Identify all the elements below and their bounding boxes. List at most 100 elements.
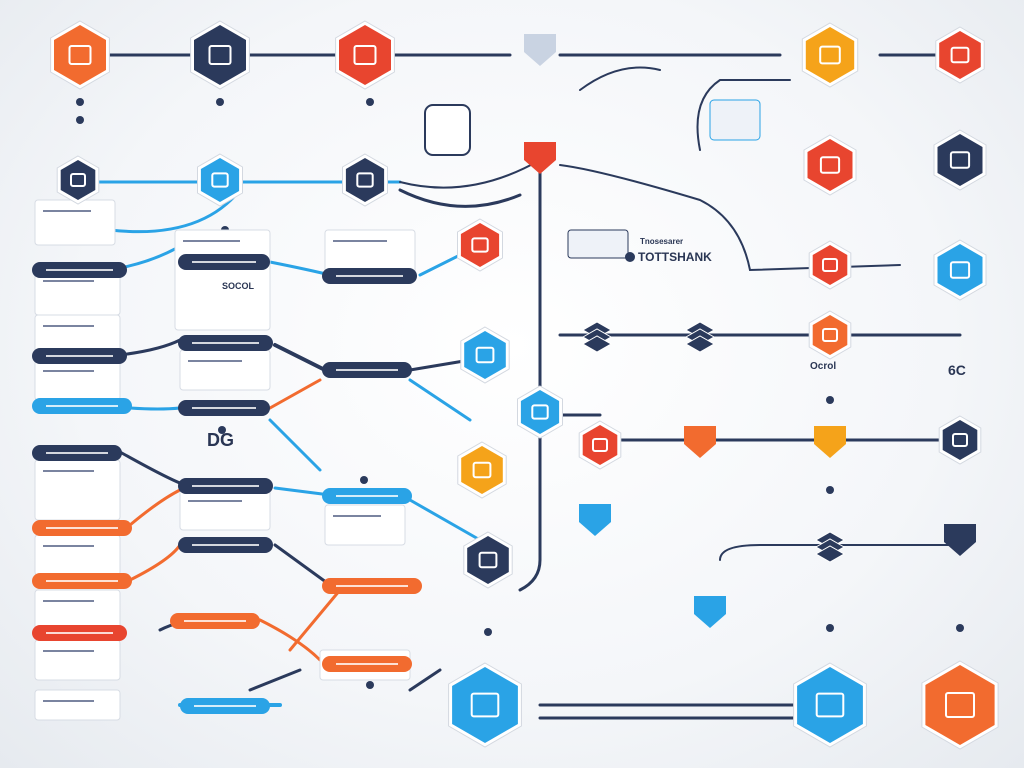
- connector-line: [408, 498, 482, 542]
- hexagon-node-fill: [937, 244, 983, 296]
- document-icon: [709, 99, 761, 141]
- node-glyph-icon: [475, 346, 495, 364]
- connector-dot: [360, 476, 368, 484]
- pill-text-line: [46, 580, 118, 582]
- info-card: [34, 689, 121, 721]
- node-glyph-icon: [952, 433, 968, 447]
- pill-text-line: [46, 452, 108, 454]
- connector-line: [559, 164, 901, 272]
- node-glyph-icon: [815, 692, 845, 718]
- connector-dot: [218, 426, 226, 434]
- connector-dot: [826, 624, 834, 632]
- info-card: [174, 229, 271, 331]
- node-glyph-icon: [949, 261, 971, 279]
- pill-text-line: [46, 527, 118, 529]
- hexagon-node-fill: [339, 25, 391, 85]
- hexagon-node-fill: [520, 390, 560, 434]
- connector-line: [258, 618, 322, 662]
- connector-line: [248, 668, 302, 692]
- connector-line: [719, 544, 961, 561]
- connector-dot: [216, 98, 224, 106]
- connector-line: [268, 378, 322, 410]
- pill-text-line: [336, 495, 398, 497]
- caption-group: Tnosesarer TOTTSHANK DG SOCOL Ocrol 6C: [207, 237, 966, 450]
- card-text-line: [188, 360, 242, 362]
- hexagon-node-fill: [200, 158, 240, 202]
- hexagon-node-fill: [464, 331, 506, 379]
- card-text-line: [43, 325, 94, 327]
- connector-line: [288, 588, 342, 652]
- connector-dot: [366, 98, 374, 106]
- stack-layers-icon: [684, 335, 716, 353]
- connector-line: [579, 66, 661, 91]
- caption-bullet-icon: [625, 252, 635, 262]
- hexagon-node-fill: [942, 420, 978, 460]
- card-text-line: [183, 240, 240, 242]
- pill-text-line: [192, 342, 259, 344]
- node-glyph-icon: [211, 172, 229, 188]
- hexagon-node-fill: [60, 160, 96, 200]
- connector-line: [118, 338, 182, 357]
- card-text-line: [333, 515, 381, 517]
- connector-dot: [826, 486, 834, 494]
- node-glyph-icon: [531, 404, 549, 420]
- card-text-line: [43, 470, 94, 472]
- right-caption-1: Ocrol: [810, 361, 836, 372]
- connector-line: [398, 188, 522, 208]
- connector-dot: [76, 98, 84, 106]
- pill-text-line: [336, 275, 403, 277]
- info-card: [34, 459, 121, 521]
- hexagon-node-fill: [345, 158, 385, 202]
- pill-text-line: [46, 405, 118, 407]
- shield-node-icon: [524, 142, 556, 174]
- card-text-line: [188, 500, 242, 502]
- document-icon: [567, 229, 629, 259]
- hexagon-node-fill: [460, 223, 500, 267]
- right-caption-2: 6C: [948, 362, 966, 378]
- connector-dot: [826, 396, 834, 404]
- pill-text-line: [192, 485, 259, 487]
- card-text-line: [43, 650, 94, 652]
- node-glyph-icon: [478, 551, 498, 569]
- connector-line: [128, 488, 182, 527]
- card-text-line: [43, 370, 94, 372]
- hexagon-node-fill: [461, 446, 503, 494]
- hexagon-node-fill: [452, 667, 518, 743]
- connector-line: [128, 406, 182, 411]
- node-glyph-icon: [472, 461, 492, 479]
- connector-dot: [956, 624, 964, 632]
- connector-line: [408, 668, 442, 692]
- hexagon-node-fill: [939, 31, 981, 79]
- center-caption-small: Tnosesarer: [640, 237, 683, 246]
- hexagon-node-fill: [797, 667, 863, 743]
- connector-line: [273, 486, 332, 497]
- pill-text-line: [192, 261, 256, 263]
- info-card: [34, 534, 121, 576]
- pill-text-line: [336, 369, 398, 371]
- connector-dot: [366, 681, 374, 689]
- connector-line: [273, 343, 327, 372]
- node-glyph-icon: [819, 156, 841, 174]
- hexagon-node-fill: [812, 315, 848, 355]
- node-glyph-icon: [592, 438, 608, 452]
- chat-bubble-icon: [424, 104, 471, 156]
- hexagon-node-fill: [194, 25, 246, 85]
- pill-text-line: [336, 663, 398, 665]
- connector-line: [518, 168, 542, 592]
- node-group: [50, 20, 999, 750]
- connector-line: [268, 418, 322, 472]
- shield-node-icon: [694, 596, 726, 628]
- connector-line: [118, 450, 187, 487]
- card-text-line: [333, 240, 387, 242]
- info-card: [179, 489, 271, 531]
- shield-node-icon: [579, 504, 611, 536]
- node-glyph-icon: [70, 173, 86, 187]
- info-card: [324, 504, 406, 546]
- hexagon-node-fill: [925, 665, 995, 745]
- pill-text-line: [46, 632, 113, 634]
- connector-line: [696, 79, 791, 151]
- connector-line: [399, 159, 541, 189]
- node-glyph-icon: [945, 692, 975, 718]
- card-text-line: [43, 210, 91, 212]
